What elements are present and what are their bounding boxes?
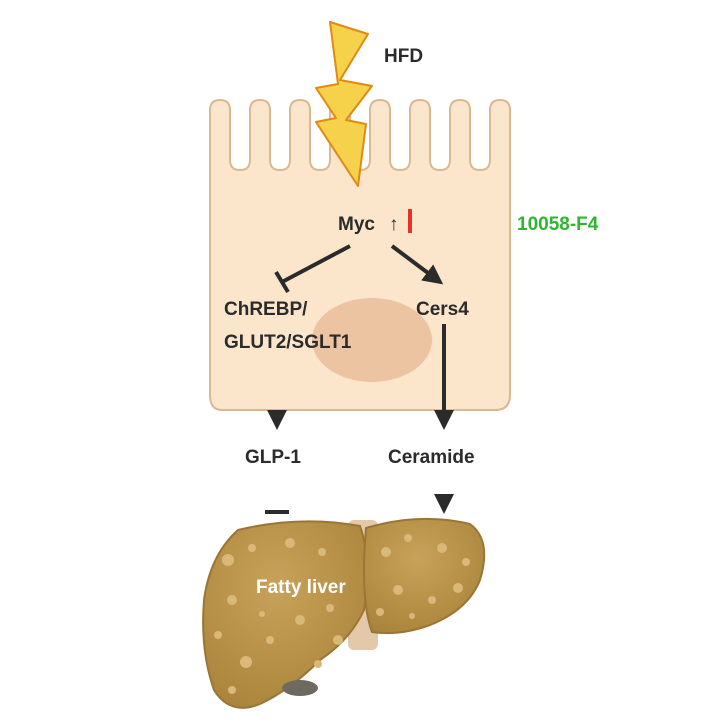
myc-to-cers4-arrow xyxy=(390,244,444,285)
myc-label: Myc xyxy=(338,214,375,235)
cers4-label: Cers4 xyxy=(416,299,469,320)
lightning-bolt-icon xyxy=(315,21,373,187)
fatty-liver-label: Fatty liver xyxy=(256,577,346,598)
chrebp-label-line1: ChREBP/ xyxy=(224,299,308,320)
chrebp-label-line2: GLUT2/SGLT1 xyxy=(224,332,352,353)
liver-icon xyxy=(202,517,486,709)
nucleus xyxy=(312,298,432,382)
up-arrow-icon: ↑ xyxy=(389,214,399,235)
glp1-label: GLP-1 xyxy=(245,447,301,468)
inhibitor-label: 10058-F4 xyxy=(517,214,599,235)
ceramide-label: Ceramide xyxy=(388,447,475,468)
chrebp-inhibition-bar xyxy=(274,270,290,294)
hfd-label: HFD xyxy=(384,46,423,67)
myc-to-chrebp-inhibition xyxy=(281,244,351,284)
